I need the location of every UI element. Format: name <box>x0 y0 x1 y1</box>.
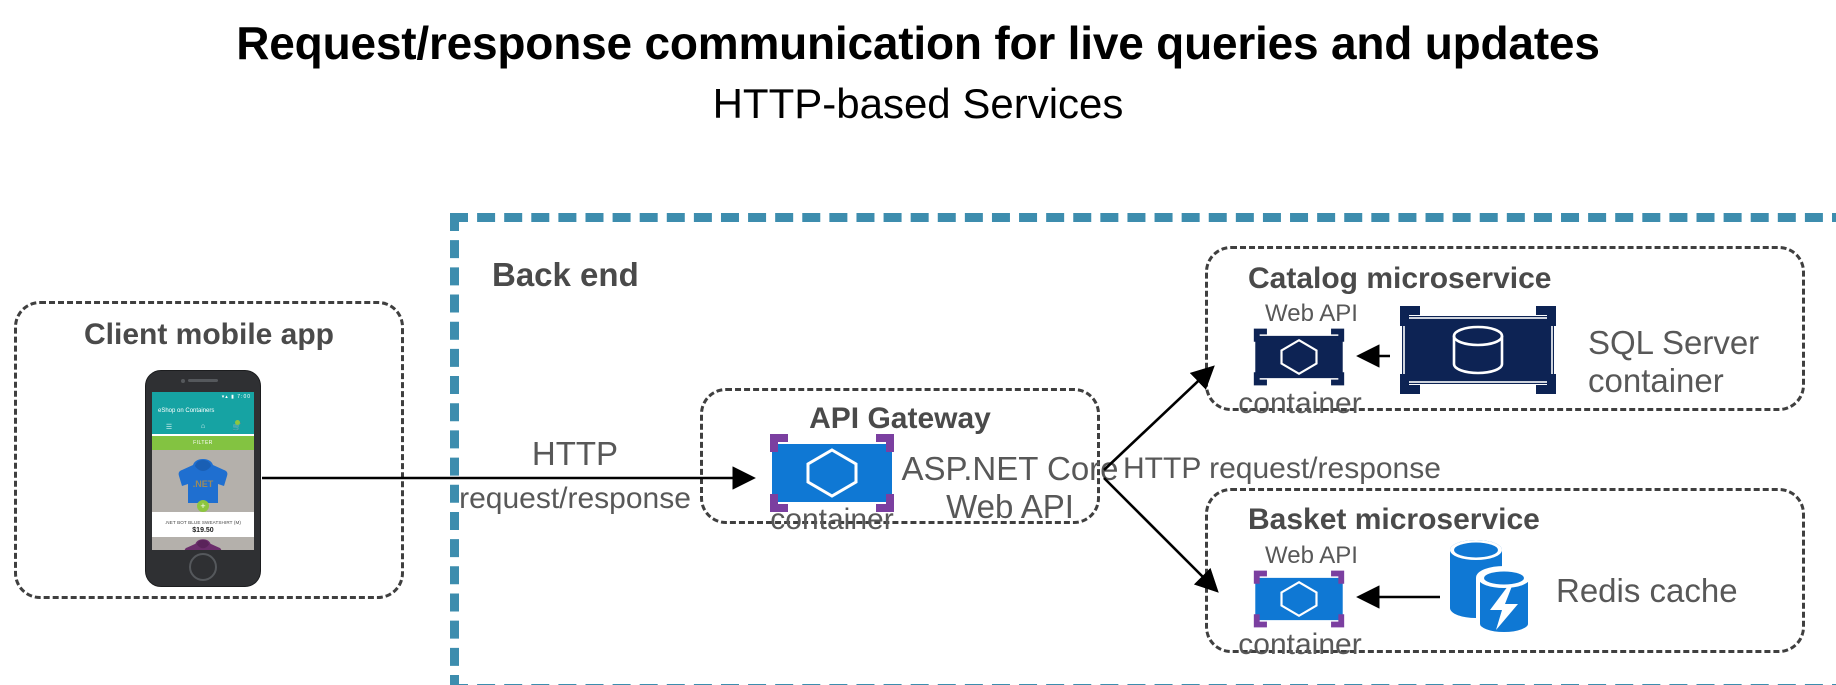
catalog-microservice-title: Catalog microservice <box>1248 262 1552 295</box>
page-title: Request/response communication for live … <box>236 17 1600 69</box>
product-name: .NET BOT BLUE SWEATSHIRT (M) <box>164 520 242 525</box>
http-label-line2: request/response <box>459 482 691 515</box>
tab-profile-icon[interactable]: ⌂ <box>200 423 206 430</box>
sql-server-database-icon <box>1392 306 1564 394</box>
basket-container-label: container <box>1238 628 1362 661</box>
cart-badge <box>235 420 240 425</box>
phone-home-button <box>189 553 217 581</box>
api-gateway-tech-line1: ASP.NET Core <box>901 450 1119 487</box>
app-filter-button[interactable]: FILTER <box>152 436 254 450</box>
sql-server-label-line2: container <box>1588 362 1724 399</box>
phone-speaker <box>188 379 218 382</box>
product-price: $19.50 <box>192 527 214 534</box>
catalog-microservice-box <box>1205 246 1805 411</box>
phone-screen: ▾▴ ▮ 7:00 eShop on Containers ☰ ⌂ 🛒 FILT… <box>152 392 254 550</box>
container-icon <box>1248 326 1350 388</box>
api-gateway-container-label: container <box>770 503 894 536</box>
api-gateway-tech-line2: Web API <box>946 488 1074 525</box>
product-image: .NET + <box>152 450 254 512</box>
gateway-services-http-label: HTTP request/response <box>1123 452 1441 485</box>
client-mobile-app-title: Client mobile app <box>83 318 335 351</box>
http-label-line1: HTTP <box>531 435 619 472</box>
app-title-bar: eShop on Containers <box>152 402 254 419</box>
app-tab-bar: ☰ ⌂ 🛒 <box>152 419 254 436</box>
phone-camera-icon <box>181 378 185 383</box>
hoodie-graphic: .NET + <box>177 456 229 512</box>
redis-cache-icon <box>1442 534 1540 634</box>
hoodie-brand-text: .NET <box>193 479 214 489</box>
catalog-container-label: container <box>1238 387 1362 420</box>
page-subtitle: HTTP-based Services <box>712 80 1124 127</box>
redis-cache-label: Redis cache <box>1556 572 1738 609</box>
catalog-webapi-label: Web API <box>1265 300 1358 327</box>
tab-menu-icon[interactable]: ☰ <box>165 423 173 431</box>
tab-cart-icon[interactable]: 🛒 <box>232 423 242 431</box>
backend-title: Back end <box>492 256 639 293</box>
container-icon <box>762 434 902 512</box>
add-to-cart-button[interactable]: + <box>197 500 209 512</box>
client-mobile-app-box <box>14 301 404 599</box>
sql-server-label-line1: SQL Server <box>1588 324 1760 361</box>
basket-webapi-label: Web API <box>1265 542 1358 569</box>
app-status-bar: ▾▴ ▮ 7:00 <box>152 392 254 402</box>
basket-microservice-title: Basket microservice <box>1248 503 1540 536</box>
phone-mockup: ▾▴ ▮ 7:00 eShop on Containers ☰ ⌂ 🛒 FILT… <box>145 370 261 587</box>
container-icon <box>1248 568 1350 630</box>
status-bar-icons: ▾▴ ▮ 7:00 <box>221 394 251 400</box>
product-image-next <box>152 537 254 550</box>
api-gateway-title: API Gateway <box>809 402 991 435</box>
api-gateway-box <box>700 388 1100 524</box>
